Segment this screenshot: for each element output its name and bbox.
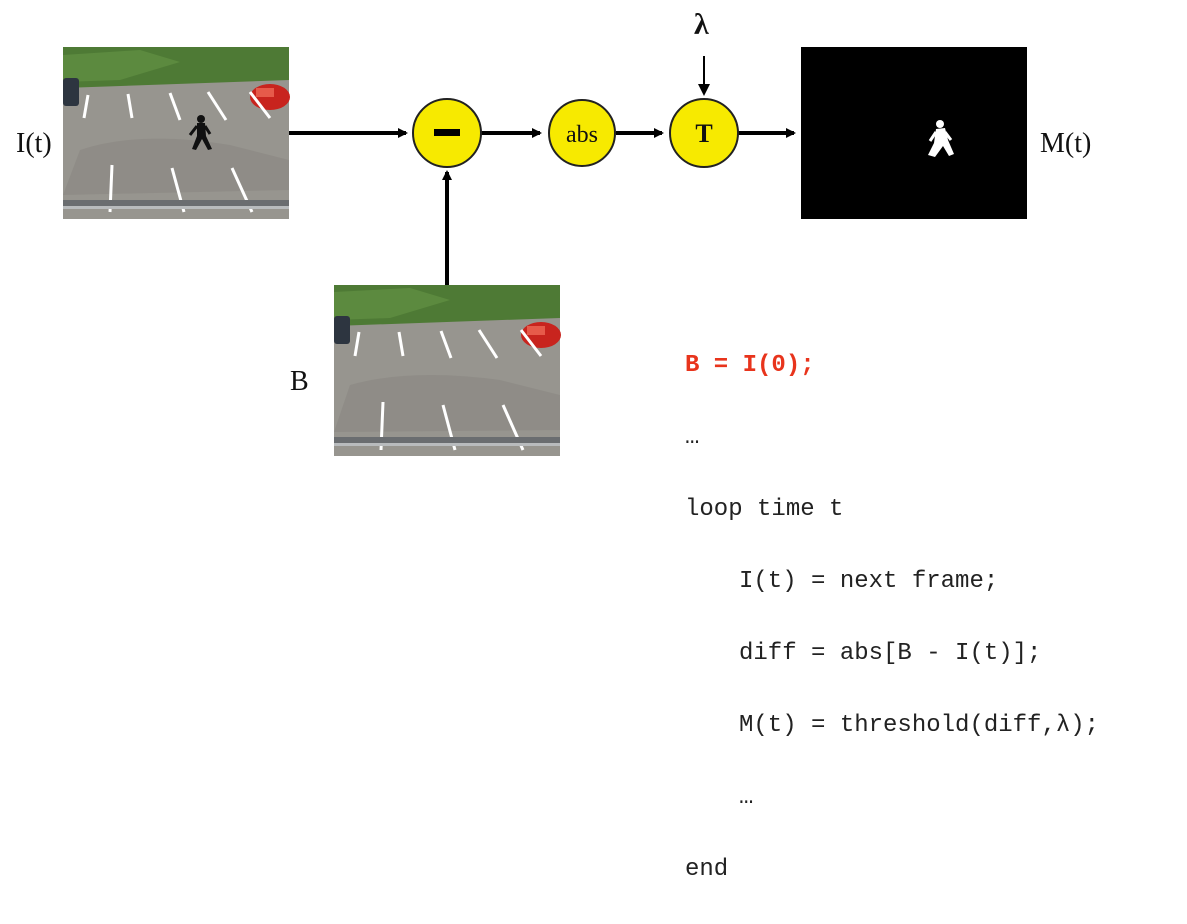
code-line-loop: loop time t <box>685 496 844 523</box>
background-frame-image <box>334 285 561 456</box>
abs-node: abs <box>548 99 616 167</box>
code-line-init: B = I(0); <box>685 352 815 379</box>
lambda-label: λ <box>694 8 709 41</box>
code-line-end: end <box>685 856 729 883</box>
subtract-node <box>412 98 482 168</box>
code-line-threshold: M(t) = threshold(diff,λ); <box>739 712 1100 739</box>
arrows <box>289 128 796 285</box>
current-frame-image <box>63 47 290 219</box>
threshold-node: T <box>669 98 739 168</box>
background-label: B <box>290 366 309 397</box>
input-label: I(t) <box>16 128 52 159</box>
pseudocode-block: B = I(0); … loop time t I(t) = next fram… <box>685 312 1099 924</box>
code-line-ellipsis-inner: … <box>739 784 754 811</box>
pipeline-diagram: abs T <box>63 47 1027 456</box>
output-label: M(t) <box>1040 128 1092 159</box>
threshold-node-label: T <box>695 119 712 148</box>
motion-mask-image <box>801 47 1027 219</box>
code-line-ellipsis: … <box>685 424 700 451</box>
abs-node-label: abs <box>566 122 598 148</box>
code-line-next-frame: I(t) = next frame; <box>739 568 999 595</box>
code-line-diff: diff = abs[B - I(t)]; <box>739 640 1042 667</box>
